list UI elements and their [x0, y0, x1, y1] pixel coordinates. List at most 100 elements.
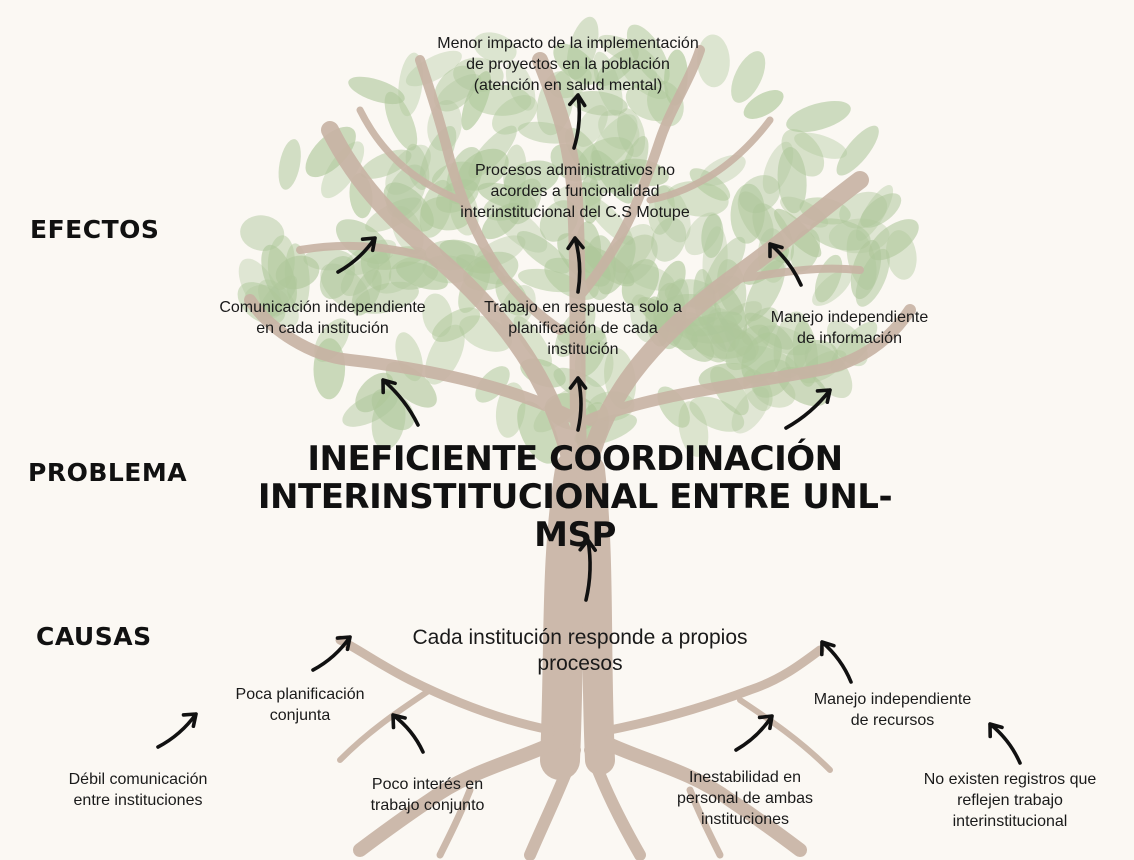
leaf	[453, 57, 504, 92]
leaf	[433, 65, 477, 112]
cause-planning: Poca planificación conjunta	[210, 684, 390, 726]
cause-planning-line: Poca planificación	[235, 686, 365, 703]
leaf	[684, 212, 722, 256]
cause-weak-communication-line: entre instituciones	[73, 792, 203, 809]
section-label-causes: CAUSAS	[36, 622, 152, 651]
leaf	[492, 95, 538, 135]
arrow-7	[784, 388, 832, 430]
leaf	[860, 193, 902, 228]
cause-no-records-line: reflejen trabajo	[957, 792, 1063, 809]
leaf	[342, 390, 398, 427]
arrow-3	[336, 236, 377, 274]
effect-left-line: en cada institución	[256, 320, 389, 337]
cause-interest-line: Poco interés en	[371, 776, 484, 793]
cause-no-records: No existen registros que reflejen trabaj…	[900, 769, 1120, 832]
leaf	[743, 90, 784, 119]
leaf	[432, 307, 481, 342]
leaf	[786, 101, 851, 133]
effect-center-line: institución	[547, 341, 619, 358]
leaf	[566, 16, 599, 80]
cause-resources-line: Manejo independiente	[813, 691, 972, 708]
leaf	[685, 311, 743, 337]
leaf	[405, 50, 462, 87]
leaf	[598, 109, 640, 150]
cause-instability: Inestabilidad en personal de ambas insti…	[660, 767, 830, 830]
leaf	[741, 332, 782, 384]
cause-main-line: Cada institución responde a propios	[412, 626, 748, 649]
leaf	[238, 258, 282, 319]
leaf	[579, 174, 601, 224]
cause-main-line: procesos	[537, 652, 623, 675]
leaf	[731, 387, 770, 434]
tree-foliage	[237, 16, 919, 464]
effect-top-line: (atención en salud mental)	[473, 77, 663, 94]
cause-planning-line: conjunta	[269, 707, 331, 724]
effect-center: Trabajo en respuesta solo a planificació…	[463, 297, 703, 360]
effect-middle-line: acordes a funcionalidad	[490, 183, 660, 200]
leaf	[619, 135, 649, 196]
cause-no-records-line: No existen registros que	[923, 771, 1097, 788]
leaf	[855, 248, 890, 307]
effect-left: Comunicación independiente en cada insti…	[195, 297, 450, 339]
leaf	[701, 213, 724, 259]
arrow-1	[568, 93, 587, 150]
leaf	[696, 34, 730, 88]
leaf	[575, 105, 608, 147]
effect-middle-line: Procesos administrativos no	[474, 162, 676, 179]
leaf	[473, 32, 517, 64]
leaf	[495, 276, 529, 316]
leaf	[836, 125, 879, 176]
leaf	[731, 51, 766, 103]
leaf	[706, 307, 741, 353]
cause-resources-line: de recursos	[850, 712, 935, 729]
leaf	[385, 361, 437, 408]
cause-weak-communication: Débil comunicación entre instituciones	[48, 769, 228, 811]
leaf	[398, 52, 423, 117]
effect-left-line: Comunicación independiente	[219, 299, 426, 316]
arrow-8	[578, 538, 597, 602]
leaf	[553, 43, 599, 85]
arrow-4	[768, 242, 803, 287]
leaf	[275, 255, 320, 290]
leaf	[621, 259, 660, 306]
arrow-12	[391, 713, 425, 754]
arrow-14	[988, 722, 1022, 765]
leaf	[513, 315, 552, 367]
leaf	[630, 294, 658, 343]
leaf	[495, 206, 548, 253]
leaf	[354, 281, 419, 314]
cause-no-records-line: interinstitucional	[952, 813, 1068, 830]
leaf	[651, 217, 687, 262]
section-label-problem: PROBLEMA	[28, 458, 188, 487]
leaf	[505, 60, 536, 111]
cause-resources: Manejo independiente de recursos	[795, 689, 990, 731]
leaf	[613, 234, 658, 285]
arrow-2	[566, 236, 585, 294]
leaf	[267, 235, 295, 290]
effect-center-line: planificación de cada	[508, 320, 658, 337]
arrow-5	[381, 378, 420, 427]
leaf	[598, 34, 657, 68]
leaf	[240, 215, 285, 251]
leaf	[809, 218, 871, 251]
leaf	[469, 84, 532, 116]
cause-weak-communication-line: Débil comunicación	[68, 771, 208, 788]
arrow-6	[568, 376, 588, 432]
effect-top-line: de proyectos en la población	[466, 56, 670, 73]
leaf	[794, 132, 848, 159]
leaf	[855, 184, 894, 241]
cause-interest: Poco interés en trabajo conjunto	[345, 774, 510, 816]
leaf	[625, 83, 674, 122]
leaf	[777, 146, 807, 214]
leaf	[812, 269, 852, 306]
effect-top: Menor impacto de la implementación de pr…	[408, 33, 728, 96]
effect-middle-line: interinstitucional del C.S Motupe	[460, 204, 690, 221]
leaf	[626, 24, 670, 85]
leaf	[589, 163, 643, 194]
leaf	[396, 261, 448, 290]
cause-effect-arrows	[156, 93, 1022, 765]
leaf	[504, 160, 559, 197]
leaf	[384, 91, 418, 151]
